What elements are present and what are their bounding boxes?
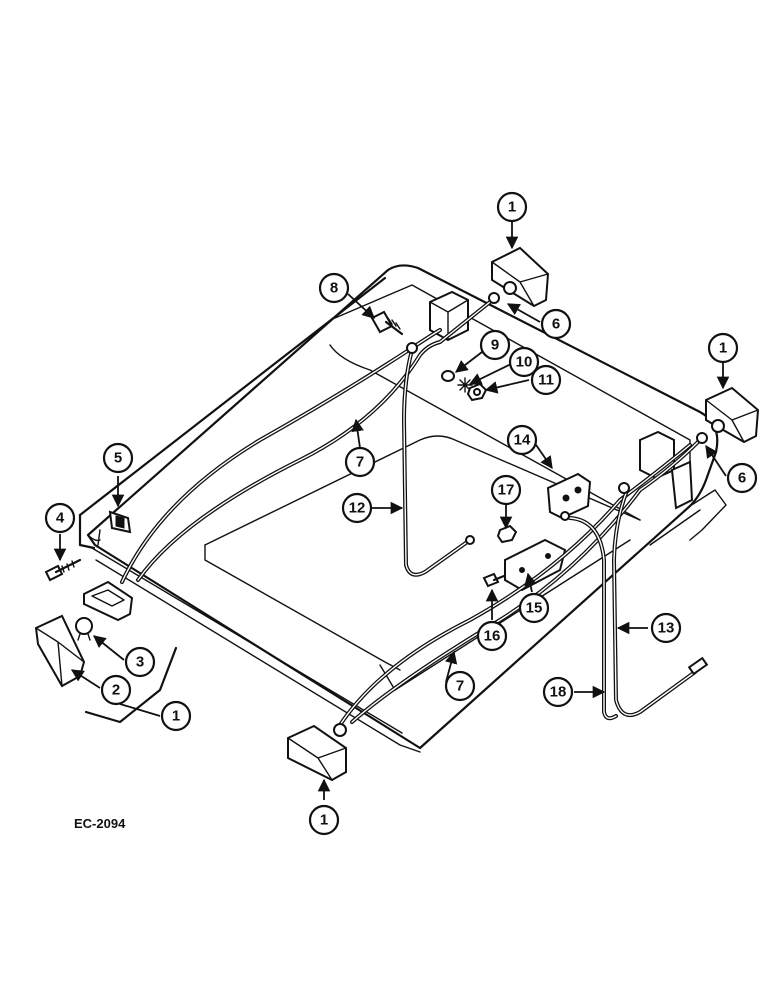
- callout-14: 14: [506, 424, 538, 456]
- callout-2: 2: [100, 674, 132, 706]
- svg-text:6: 6: [738, 470, 746, 487]
- callout-6-right: 6: [726, 462, 758, 494]
- callout-7-upper: 7: [344, 446, 376, 478]
- svg-text:1: 1: [508, 199, 516, 216]
- callout-9: 9: [479, 329, 511, 361]
- svg-text:9: 9: [491, 337, 499, 354]
- svg-text:7: 7: [356, 454, 364, 471]
- screw-4: [44, 558, 82, 582]
- callout-1-left: 1: [160, 700, 192, 732]
- svg-text:12: 12: [349, 500, 366, 517]
- callout-5: 5: [102, 442, 134, 474]
- bolt-8: [370, 310, 404, 336]
- callout-10: 10: [508, 346, 540, 378]
- callout-7-lower: 7: [444, 670, 476, 702]
- callout-12: 12: [341, 492, 373, 524]
- svg-text:13: 13: [658, 620, 675, 637]
- svg-text:2: 2: [112, 682, 120, 699]
- callout-16: 16: [476, 620, 508, 652]
- callout-8: 8: [318, 272, 350, 304]
- washers-9-10-11: [441, 370, 488, 402]
- svg-text:5: 5: [114, 450, 122, 467]
- leader-lines: [53, 222, 730, 800]
- svg-text:1: 1: [320, 812, 328, 829]
- svg-text:1: 1: [172, 708, 180, 725]
- svg-text:8: 8: [330, 280, 338, 297]
- lamp-top: [488, 246, 550, 308]
- figure-code: EC-2094: [74, 816, 126, 831]
- lens-2: [34, 614, 86, 688]
- svg-text:1: 1: [719, 340, 727, 357]
- svg-text:4: 4: [56, 510, 65, 527]
- callout-11: 11: [530, 364, 562, 396]
- lamp-right: [696, 386, 760, 444]
- nut-17: [496, 524, 518, 544]
- callout-1-right: 1: [707, 332, 739, 364]
- svg-text:14: 14: [514, 432, 531, 449]
- lamp-left-bezel: [83, 580, 134, 622]
- svg-text:16: 16: [484, 628, 501, 645]
- callout-15: 15: [518, 592, 550, 624]
- bulb-3: [75, 617, 93, 641]
- svg-text:17: 17: [498, 482, 515, 499]
- callout-13: 13: [650, 612, 682, 644]
- screw-16: [482, 572, 506, 588]
- svg-text:3: 3: [136, 654, 144, 671]
- svg-text:10: 10: [516, 354, 533, 371]
- callout-17: 17: [490, 474, 522, 506]
- roof-panel: [78, 264, 727, 753]
- callout-18: 18: [542, 676, 574, 708]
- callout-1-top: 1: [496, 191, 528, 223]
- callout-1-bottom: 1: [308, 804, 340, 836]
- svg-text:11: 11: [538, 372, 554, 389]
- callout-6-top: 6: [540, 308, 572, 340]
- callout-4: 4: [44, 502, 76, 534]
- svg-text:6: 6: [552, 316, 560, 333]
- callout-3: 3: [124, 646, 156, 678]
- wiring-harness: [120, 300, 709, 727]
- lamp-bottom: [287, 723, 347, 782]
- svg-text:15: 15: [526, 600, 543, 617]
- svg-text:7: 7: [456, 678, 464, 695]
- svg-text:18: 18: [550, 684, 567, 701]
